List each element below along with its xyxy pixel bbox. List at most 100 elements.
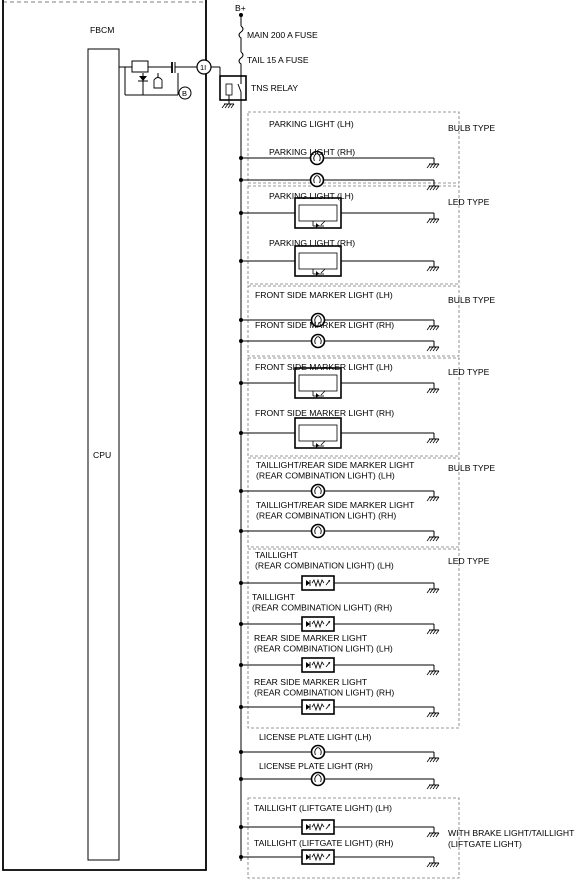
ground-icon-liftgate-rh — [426, 862, 440, 868]
label-tail-rear-marker-rh-bulb-line2: (REAR COMBINATION LIGHT) (RH) — [256, 511, 396, 521]
label-taillight-rh-led-line2: (REAR COMBINATION LIGHT) (RH) — [252, 603, 392, 613]
group-label-led-1: LED TYPE — [448, 197, 490, 207]
group-box-bulb-2 — [247, 285, 460, 357]
led-icon-liftgate-lh — [301, 819, 335, 835]
label-parking-lh-bulb-line1: PARKING LIGHT (LH) — [269, 119, 354, 129]
label-tail-rear-marker-lh-bulb-line1: TAILLIGHT/REAR SIDE MARKER LIGHT — [256, 460, 415, 470]
label-taillight-lh-led: TAILLIGHT(REAR COMBINATION LIGHT) (LH) — [255, 550, 394, 571]
label-parking-rh-led: PARKING LIGHT (RH) — [269, 238, 355, 248]
label-license-lh-line1: LICENSE PLATE LIGHT (LH) — [259, 732, 372, 742]
label-taillight-lh-led-line1: TAILLIGHT — [255, 550, 299, 560]
label-rear-marker-rh-led-line2: (REAR COMBINATION LIGHT) (RH) — [254, 688, 394, 698]
label-taillight-rh-led-line1: TAILLIGHT — [252, 592, 296, 602]
label-tail-rear-marker-lh-bulb-line2: (REAR COMBINATION LIGHT) (LH) — [256, 471, 395, 481]
led-icon-rear-marker-rh-led — [301, 699, 335, 715]
ground-icon-parking-lh-bulb — [426, 163, 440, 169]
b-plus-label: B+ — [235, 3, 246, 13]
led-icon-liftgate-rh — [301, 849, 335, 865]
ground-icon-front-marker-rh-led — [426, 438, 440, 444]
ground-icon-rear-marker-lh-led — [426, 670, 440, 676]
bulb-icon-tail-rear-marker-rh-bulb — [310, 523, 326, 539]
label-rear-marker-lh-led-line1: REAR SIDE MARKER LIGHT — [254, 633, 368, 643]
ground-icon-license-rh — [426, 784, 440, 790]
group-label-bulb-2: BULB TYPE — [448, 295, 495, 305]
ground-icon-front-marker-rh-bulb — [426, 346, 440, 352]
group-box-liftgate — [247, 797, 460, 879]
bulb-icon-license-rh — [310, 771, 326, 787]
ground-icon-license-lh — [426, 757, 440, 763]
cpu-label: CPU — [93, 450, 111, 460]
tail-fuse-label: TAIL 15 A FUSE — [247, 55, 309, 65]
tail-fuse-symbol — [238, 51, 244, 76]
label-parking-rh-bulb-line1: PARKING LIGHT (RH) — [269, 147, 355, 157]
label-license-rh-line1: LICENSE PLATE LIGHT (RH) — [259, 761, 373, 771]
ground-icon-parking-rh-led — [426, 266, 440, 272]
label-front-marker-lh-bulb: FRONT SIDE MARKER LIGHT (LH) — [255, 290, 393, 300]
group-label-brake: WITH BRAKE LIGHT/TAILLIGHT (LIFTGATE LIG… — [448, 828, 577, 849]
ground-icon-parking-rh-bulb — [426, 185, 440, 191]
label-parking-lh-led-line1: PARKING LIGHT (LH) — [269, 191, 354, 201]
ground-icon-tail-rear-marker-rh-bulb — [426, 536, 440, 542]
label-front-marker-lh-bulb-line1: FRONT SIDE MARKER LIGHT (LH) — [255, 290, 393, 300]
group-label-bulb-3: BULB TYPE — [448, 463, 495, 473]
label-parking-lh-bulb: PARKING LIGHT (LH) — [269, 119, 354, 129]
ground-icon-parking-lh-led — [426, 218, 440, 224]
main-fuse-label: MAIN 200 A FUSE — [247, 30, 318, 40]
ground-icon-taillight-rh-led — [426, 629, 440, 635]
tns-relay — [219, 67, 247, 104]
led-icon-front-marker-lh-led — [294, 367, 342, 399]
label-license-rh: LICENSE PLATE LIGHT (RH) — [259, 761, 373, 771]
label-liftgate-lh: TAILLIGHT (LIFTGATE LIGHT) (LH) — [254, 803, 392, 813]
bulb-icon-license-lh — [310, 744, 326, 760]
label-liftgate-rh-line1: TAILLIGHT (LIFTGATE LIGHT) (RH) — [254, 838, 394, 848]
label-front-marker-lh-led-line1: FRONT SIDE MARKER LIGHT (LH) — [255, 362, 393, 372]
label-tail-rear-marker-rh-bulb: TAILLIGHT/REAR SIDE MARKER LIGHT(REAR CO… — [256, 500, 415, 521]
group-label-led-3: LED TYPE — [448, 556, 490, 566]
fbcm-driver-circuit: B — [119, 60, 197, 100]
label-taillight-rh-led: TAILLIGHT(REAR COMBINATION LIGHT) (RH) — [252, 592, 392, 613]
label-rear-marker-lh-led: REAR SIDE MARKER LIGHT(REAR COMBINATION … — [254, 633, 393, 654]
terminal-1i-label: 1I — [200, 63, 206, 72]
fbcm-module-border — [2, 0, 207, 871]
label-rear-marker-rh-led: REAR SIDE MARKER LIGHT(REAR COMBINATION … — [254, 677, 394, 698]
bulb-icon-parking-rh-bulb — [309, 172, 325, 188]
label-front-marker-rh-led-line1: FRONT SIDE MARKER LIGHT (RH) — [255, 408, 394, 418]
led-icon-parking-rh-led — [294, 245, 342, 277]
cpu-box — [87, 48, 120, 861]
label-tail-rear-marker-rh-bulb-line1: TAILLIGHT/REAR SIDE MARKER LIGHT — [256, 500, 415, 510]
label-rear-marker-rh-led-line1: REAR SIDE MARKER LIGHT — [254, 677, 368, 687]
label-tail-rear-marker-lh-bulb: TAILLIGHT/REAR SIDE MARKER LIGHT(REAR CO… — [256, 460, 415, 481]
label-parking-rh-led-line1: PARKING LIGHT (RH) — [269, 238, 355, 248]
group-label-brake-line1: WITH BRAKE LIGHT/TAILLIGHT — [448, 828, 575, 838]
label-taillight-lh-led-line2: (REAR COMBINATION LIGHT) (LH) — [255, 561, 394, 571]
label-parking-lh-led: PARKING LIGHT (LH) — [269, 191, 354, 201]
relay-ground-icon — [221, 103, 235, 109]
label-parking-rh-bulb: PARKING LIGHT (RH) — [269, 147, 355, 157]
group-label-led-2: LED TYPE — [448, 367, 490, 377]
led-icon-parking-lh-led — [294, 197, 342, 229]
connector-ref-b: B — [182, 89, 187, 98]
ground-icon-front-marker-lh-bulb — [426, 325, 440, 331]
fbcm-label: FBCM — [90, 25, 114, 35]
label-rear-marker-lh-led-line2: (REAR COMBINATION LIGHT) (LH) — [254, 644, 393, 654]
tns-relay-label: TNS RELAY — [251, 83, 298, 93]
led-icon-rear-marker-lh-led — [301, 657, 335, 673]
ground-icon-tail-rear-marker-lh-bulb — [426, 496, 440, 502]
group-box-bulb-3 — [247, 457, 460, 548]
ground-icon-liftgate-lh — [426, 832, 440, 838]
bulb-icon-front-marker-rh-bulb — [310, 333, 326, 349]
group-box-bulb-1 — [247, 111, 460, 184]
label-liftgate-rh: TAILLIGHT (LIFTGATE LIGHT) (RH) — [254, 838, 394, 848]
ground-icon-taillight-lh-led — [426, 588, 440, 594]
led-icon-taillight-lh-led — [301, 575, 335, 591]
load-branches: PARKING LIGHT (LH) PARKING LIGHT (RH) PARK… — [239, 119, 440, 868]
main-fuse-symbol — [238, 25, 244, 52]
bulb-icon-tail-rear-marker-lh-bulb — [310, 483, 326, 499]
label-front-marker-lh-led: FRONT SIDE MARKER LIGHT (LH) — [255, 362, 393, 372]
label-front-marker-rh-led: FRONT SIDE MARKER LIGHT (RH) — [255, 408, 394, 418]
label-liftgate-lh-line1: TAILLIGHT (LIFTGATE LIGHT) (LH) — [254, 803, 392, 813]
group-box-led-3 — [247, 548, 460, 729]
led-icon-taillight-rh-led — [301, 616, 335, 632]
group-box-led-2 — [247, 357, 460, 457]
